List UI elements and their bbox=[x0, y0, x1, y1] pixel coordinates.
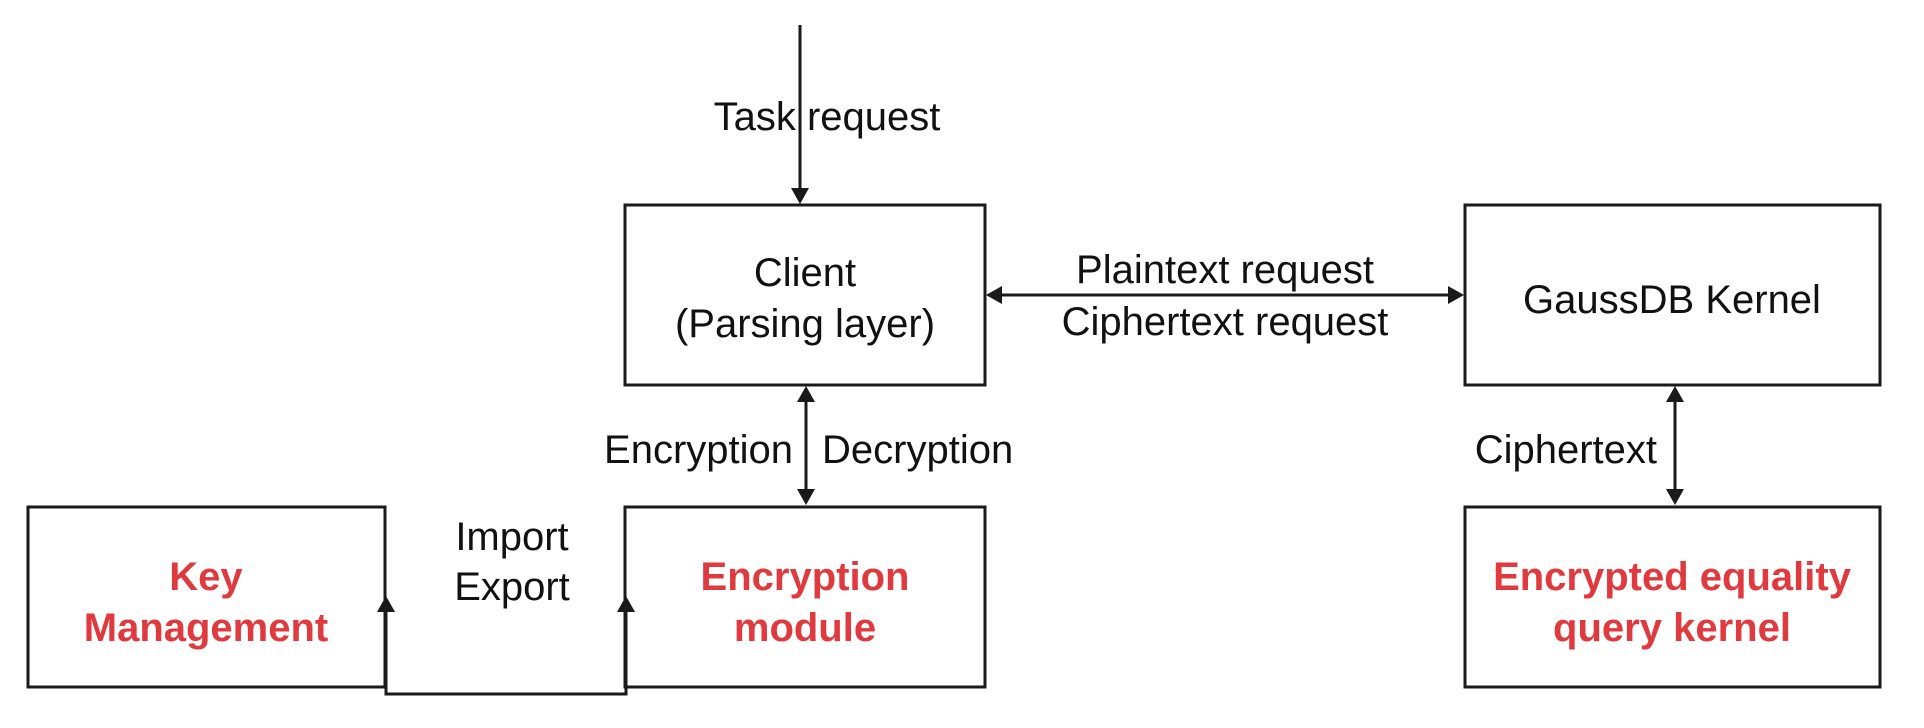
import-label: Import bbox=[455, 515, 568, 559]
key-management-node: Key Management bbox=[26, 505, 387, 689]
client-gaussdb-arrow bbox=[986, 286, 1464, 304]
import-export-connector bbox=[377, 596, 635, 696]
key-management-line2: Management bbox=[84, 606, 329, 650]
plaintext-request-label: Plaintext request bbox=[1076, 248, 1374, 292]
gaussdb-kernel-arrow bbox=[1666, 386, 1684, 505]
client-node: Client (Parsing layer) bbox=[623, 203, 987, 387]
task-request-arrow bbox=[791, 25, 809, 204]
key-management-line1: Key bbox=[169, 555, 243, 599]
encrypted-equality-line1: Encrypted equality bbox=[1493, 555, 1852, 599]
encryption-module-line1: Encryption bbox=[701, 555, 910, 599]
encryption-module-node: Encryption module bbox=[623, 505, 987, 689]
export-label: Export bbox=[454, 565, 570, 609]
encryption-label: Encryption bbox=[604, 428, 793, 472]
gaussdb-kernel-node: GaussDB Kernel bbox=[1463, 203, 1882, 387]
ciphertext-request-label: Ciphertext request bbox=[1062, 300, 1389, 344]
client-subtitle: (Parsing layer) bbox=[675, 302, 935, 346]
client-title: Client bbox=[754, 251, 856, 295]
ciphertext-label: Ciphertext bbox=[1475, 428, 1657, 472]
encrypted-equality-line2: query kernel bbox=[1553, 606, 1791, 650]
gaussdb-kernel-label: GaussDB Kernel bbox=[1523, 278, 1821, 322]
client-encryption-arrow bbox=[797, 386, 815, 505]
encryption-module-line2: module bbox=[734, 606, 876, 650]
decryption-label: Decryption bbox=[822, 428, 1013, 472]
encrypted-equality-kernel-node: Encrypted equality query kernel bbox=[1463, 505, 1882, 689]
task-request-label: Task request bbox=[714, 95, 941, 139]
